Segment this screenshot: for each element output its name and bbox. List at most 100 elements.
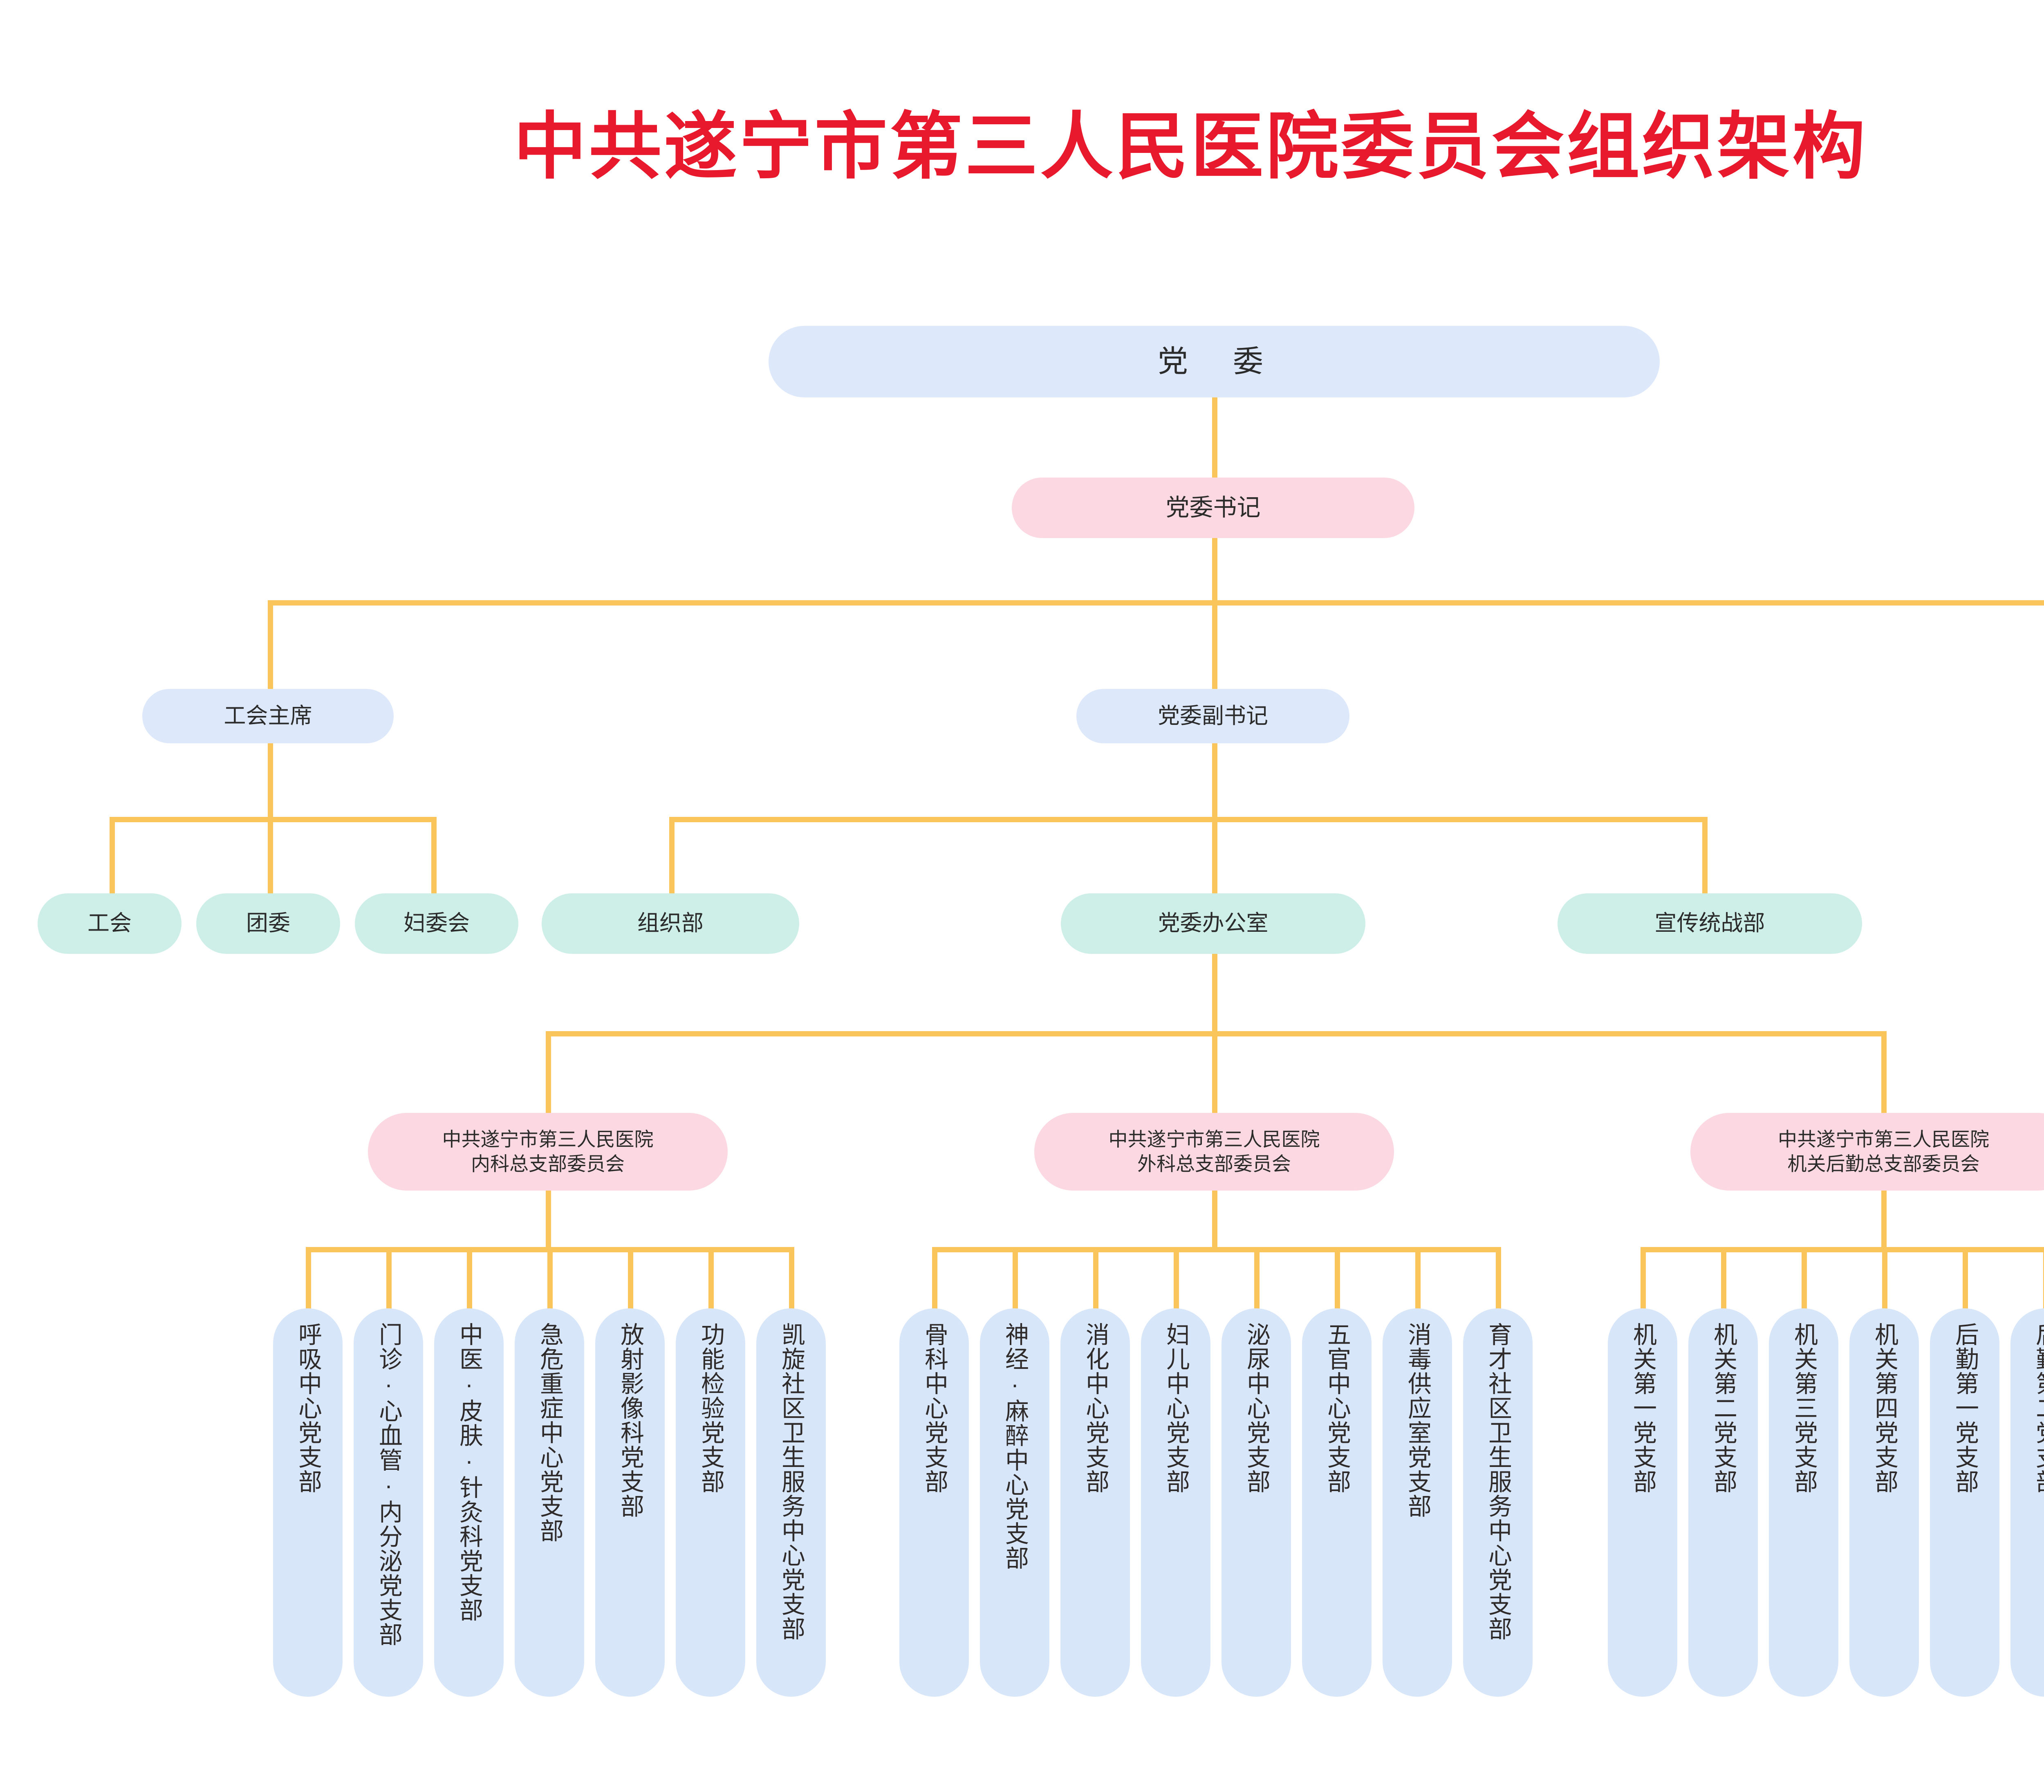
connector-deputy-down <box>1212 740 1217 820</box>
connector-internal-drop-2 <box>386 1247 392 1310</box>
connector-surgical-drop-6 <box>1335 1247 1340 1310</box>
leaf-logistics-6[interactable]: 后勤第二党支部 <box>2010 1308 2044 1697</box>
connector-deputy-drop-2 <box>1212 817 1217 895</box>
connector-surgical-drop-4 <box>1174 1247 1179 1310</box>
leaf-surgical-2-label: 神经·麻醉中心党支部 <box>1002 1322 1028 1570</box>
connector-internal-drop-7 <box>789 1247 794 1310</box>
leaf-internal-4-label: 急危重症中心党支部 <box>536 1322 563 1543</box>
connector-internal-drop-4 <box>547 1247 553 1310</box>
node-party-office-label: 党委办公室 <box>1158 911 1269 936</box>
leaf-internal-6-label: 功能检验党支部 <box>697 1322 724 1494</box>
leaf-internal-1[interactable]: 呼吸中心党支部 <box>273 1308 343 1697</box>
connector-surgical-drop-8 <box>1496 1247 1501 1310</box>
connector-surgical-drop-7 <box>1415 1247 1421 1310</box>
node-women-committee-label: 妇委会 <box>403 911 470 936</box>
connector-logistics-drop-2 <box>1721 1247 1726 1310</box>
connector-union-drop-1 <box>110 817 115 895</box>
connector-logistics-drop-3 <box>1802 1247 1807 1310</box>
connector-deputy-drop-1 <box>669 817 675 895</box>
connector-union-chair-down <box>268 740 273 820</box>
node-general-branch-logistics[interactable]: 中共遂宁市第三人民医院 机关后勤总支部委员会 <box>1690 1113 2044 1191</box>
connector-surgical-bus <box>932 1247 1500 1252</box>
leaf-surgical-3[interactable]: 消化中心党支部 <box>1060 1308 1130 1697</box>
connector-union-bus <box>110 817 437 822</box>
leaf-surgical-6-label: 五官中心党支部 <box>1324 1322 1350 1494</box>
leaf-internal-7[interactable]: 凯旋社区卫生服务中心党支部 <box>756 1308 826 1697</box>
node-union-chair[interactable]: 工会主席 <box>142 689 394 743</box>
leaf-internal-1-label: 呼吸中心党支部 <box>295 1322 321 1494</box>
connector-party-office-down <box>1212 953 1217 1034</box>
leaf-surgical-6[interactable]: 五官中心党支部 <box>1302 1308 1372 1697</box>
connector-general-drop-2 <box>1212 1031 1217 1113</box>
node-party-committee[interactable]: 党 委 <box>769 326 1660 397</box>
connector-internal-drop-1 <box>306 1247 311 1310</box>
leaf-surgical-7-label: 消毒供应室党支部 <box>1404 1322 1431 1518</box>
leaf-surgical-8[interactable]: 育才社区卫生服务中心党支部 <box>1463 1308 1533 1697</box>
leaf-surgical-8-label: 育才社区卫生服务中心党支部 <box>1485 1322 1511 1641</box>
leaf-surgical-5-label: 泌尿中心党支部 <box>1243 1322 1270 1494</box>
leaf-logistics-4[interactable]: 机关第四党支部 <box>1849 1308 1919 1697</box>
connector-internal-drop-3 <box>467 1247 472 1310</box>
leaf-logistics-1[interactable]: 机关第一党支部 <box>1608 1308 1677 1697</box>
leaf-internal-5[interactable]: 放射影像科党支部 <box>595 1308 665 1697</box>
leaf-surgical-5[interactable]: 泌尿中心党支部 <box>1221 1308 1291 1697</box>
node-propaganda-dept[interactable]: 宣传统战部 <box>1558 893 1862 954</box>
connector-internal-drop-5 <box>628 1247 633 1310</box>
connector-surgical-drop-5 <box>1254 1247 1260 1310</box>
connector-general-drop-1 <box>546 1031 551 1113</box>
leaf-internal-6[interactable]: 功能检验党支部 <box>676 1308 745 1697</box>
connector-surgical-drop-1 <box>932 1247 937 1310</box>
node-party-committee-label: 党 委 <box>1158 344 1271 379</box>
node-general-branch-surgical[interactable]: 中共遂宁市第三人民医院 外科总支部委员会 <box>1034 1113 1394 1191</box>
connector-deputy-drop-3 <box>1702 817 1708 895</box>
connector-logistics-drop-5 <box>1963 1247 1968 1310</box>
connector-root-to-secretary <box>1212 397 1217 478</box>
leaf-internal-3[interactable]: 中医·皮肤·针灸科党支部 <box>434 1308 504 1697</box>
leaf-logistics-3[interactable]: 机关第三党支部 <box>1769 1308 1838 1697</box>
node-organization-dept-label: 组织部 <box>637 911 704 936</box>
leaf-surgical-4-label: 妇儿中心党支部 <box>1163 1322 1189 1494</box>
leaf-internal-3-label: 中医·皮肤·针灸科党支部 <box>456 1322 482 1622</box>
leaf-logistics-2-label: 机关第二党支部 <box>1710 1322 1737 1494</box>
node-general-branch-surgical-label: 中共遂宁市第三人民医院 外科总支部委员会 <box>1108 1128 1320 1175</box>
connector-logistics-drop-1 <box>1641 1247 1646 1310</box>
node-union[interactable]: 工会 <box>38 893 182 954</box>
connector-tier3-left-drop <box>268 600 273 690</box>
node-organization-dept[interactable]: 组织部 <box>542 893 799 954</box>
leaf-internal-5-label: 放射影像科党支部 <box>617 1322 643 1518</box>
connector-union-drop-2 <box>268 817 273 895</box>
node-women-committee[interactable]: 妇委会 <box>355 893 518 954</box>
node-deputy-secretary[interactable]: 党委副书记 <box>1076 689 1349 743</box>
connector-logistics-drop-4 <box>1882 1247 1887 1310</box>
node-party-secretary[interactable]: 党委书记 <box>1012 478 1414 538</box>
leaf-internal-7-label: 凯旋社区卫生服务中心党支部 <box>778 1322 805 1641</box>
connector-tier3-bus <box>268 600 2044 606</box>
leaf-internal-2[interactable]: 门诊·心血管·内分泌党支部 <box>354 1308 423 1697</box>
connector-general-drop-3 <box>1881 1031 1887 1113</box>
leaf-logistics-4-label: 机关第四党支部 <box>1871 1322 1898 1494</box>
leaf-surgical-1[interactable]: 骨科中心党支部 <box>899 1308 969 1697</box>
leaf-internal-4[interactable]: 急危重症中心党支部 <box>515 1308 584 1697</box>
connector-surgical-down <box>1212 1189 1217 1250</box>
node-union-chair-label: 工会主席 <box>224 703 312 728</box>
leaf-logistics-5-label: 后勤第一党支部 <box>1952 1322 1978 1494</box>
node-party-secretary-label: 党委书记 <box>1165 494 1261 521</box>
connector-internal-down <box>546 1189 551 1250</box>
node-general-branch-internal-label: 中共遂宁市第三人民医院 内科总支部委员会 <box>442 1128 654 1175</box>
connector-deputy-bus <box>669 817 1708 822</box>
leaf-logistics-3-label: 机关第三党支部 <box>1791 1322 1817 1494</box>
leaf-internal-2-label: 门诊·心血管·内分泌党支部 <box>375 1322 402 1647</box>
leaf-surgical-3-label: 消化中心党支部 <box>1082 1322 1109 1494</box>
node-union-label: 工会 <box>87 911 132 936</box>
node-youth-league-label: 团委 <box>246 911 290 936</box>
node-general-branch-internal[interactable]: 中共遂宁市第三人民医院 内科总支部委员会 <box>368 1113 728 1191</box>
leaf-surgical-7[interactable]: 消毒供应室党支部 <box>1383 1308 1452 1697</box>
node-general-branch-logistics-label: 中共遂宁市第三人民医院 机关后勤总支部委员会 <box>1778 1128 1989 1175</box>
leaf-logistics-5[interactable]: 后勤第一党支部 <box>1930 1308 1999 1697</box>
node-youth-league[interactable]: 团委 <box>196 893 340 954</box>
leaf-surgical-4[interactable]: 妇儿中心党支部 <box>1141 1308 1210 1697</box>
leaf-logistics-2[interactable]: 机关第二党支部 <box>1688 1308 1758 1697</box>
leaf-surgical-2[interactable]: 神经·麻醉中心党支部 <box>980 1308 1049 1697</box>
connector-logistics-bus <box>1641 1247 2044 1252</box>
node-party-office[interactable]: 党委办公室 <box>1061 893 1365 954</box>
